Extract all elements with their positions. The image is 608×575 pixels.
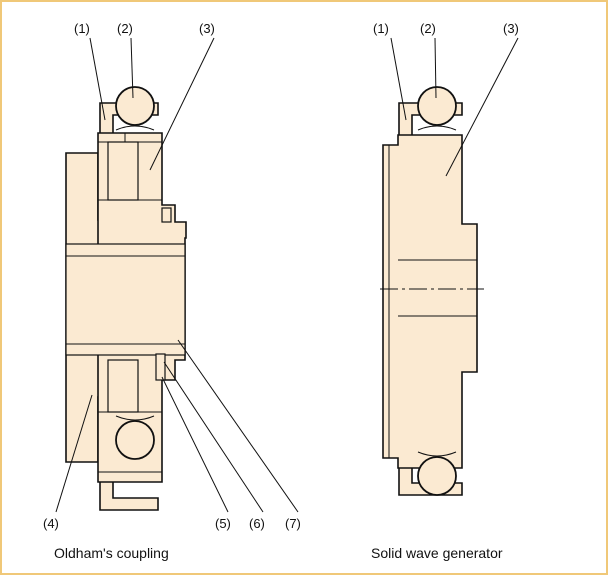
- ball-top-right: [417, 86, 457, 126]
- callout-right-3: (3): [503, 21, 519, 36]
- ball-bottom: [115, 420, 155, 460]
- ball-bottom-right: [417, 456, 457, 496]
- leader-lines: [55, 37, 519, 513]
- callout-7: (7): [285, 516, 301, 531]
- callout-5: (5): [215, 516, 231, 531]
- shaft-bore: [65, 243, 186, 356]
- insert-top: [107, 141, 139, 201]
- callout-right-1: (1): [373, 21, 389, 36]
- callout-6: (6): [249, 516, 265, 531]
- solid-plug: [382, 134, 478, 469]
- callout-2: (2): [117, 21, 133, 36]
- callout-3: (3): [199, 21, 215, 36]
- solid-wave-generator-figure: [380, 86, 484, 496]
- caption-oldhams-coupling: Oldham's coupling: [54, 545, 169, 561]
- insert-bottom: [107, 359, 139, 413]
- caption-solid-wave-generator: Solid wave generator: [371, 545, 503, 561]
- ball-top: [115, 86, 155, 126]
- snap-ring-top: [161, 207, 172, 223]
- callout-1: (1): [74, 21, 90, 36]
- callout-4: (4): [43, 516, 59, 531]
- callout-right-2: (2): [420, 21, 436, 36]
- snap-ring: [155, 353, 166, 381]
- oldhams-coupling-figure: [65, 86, 187, 511]
